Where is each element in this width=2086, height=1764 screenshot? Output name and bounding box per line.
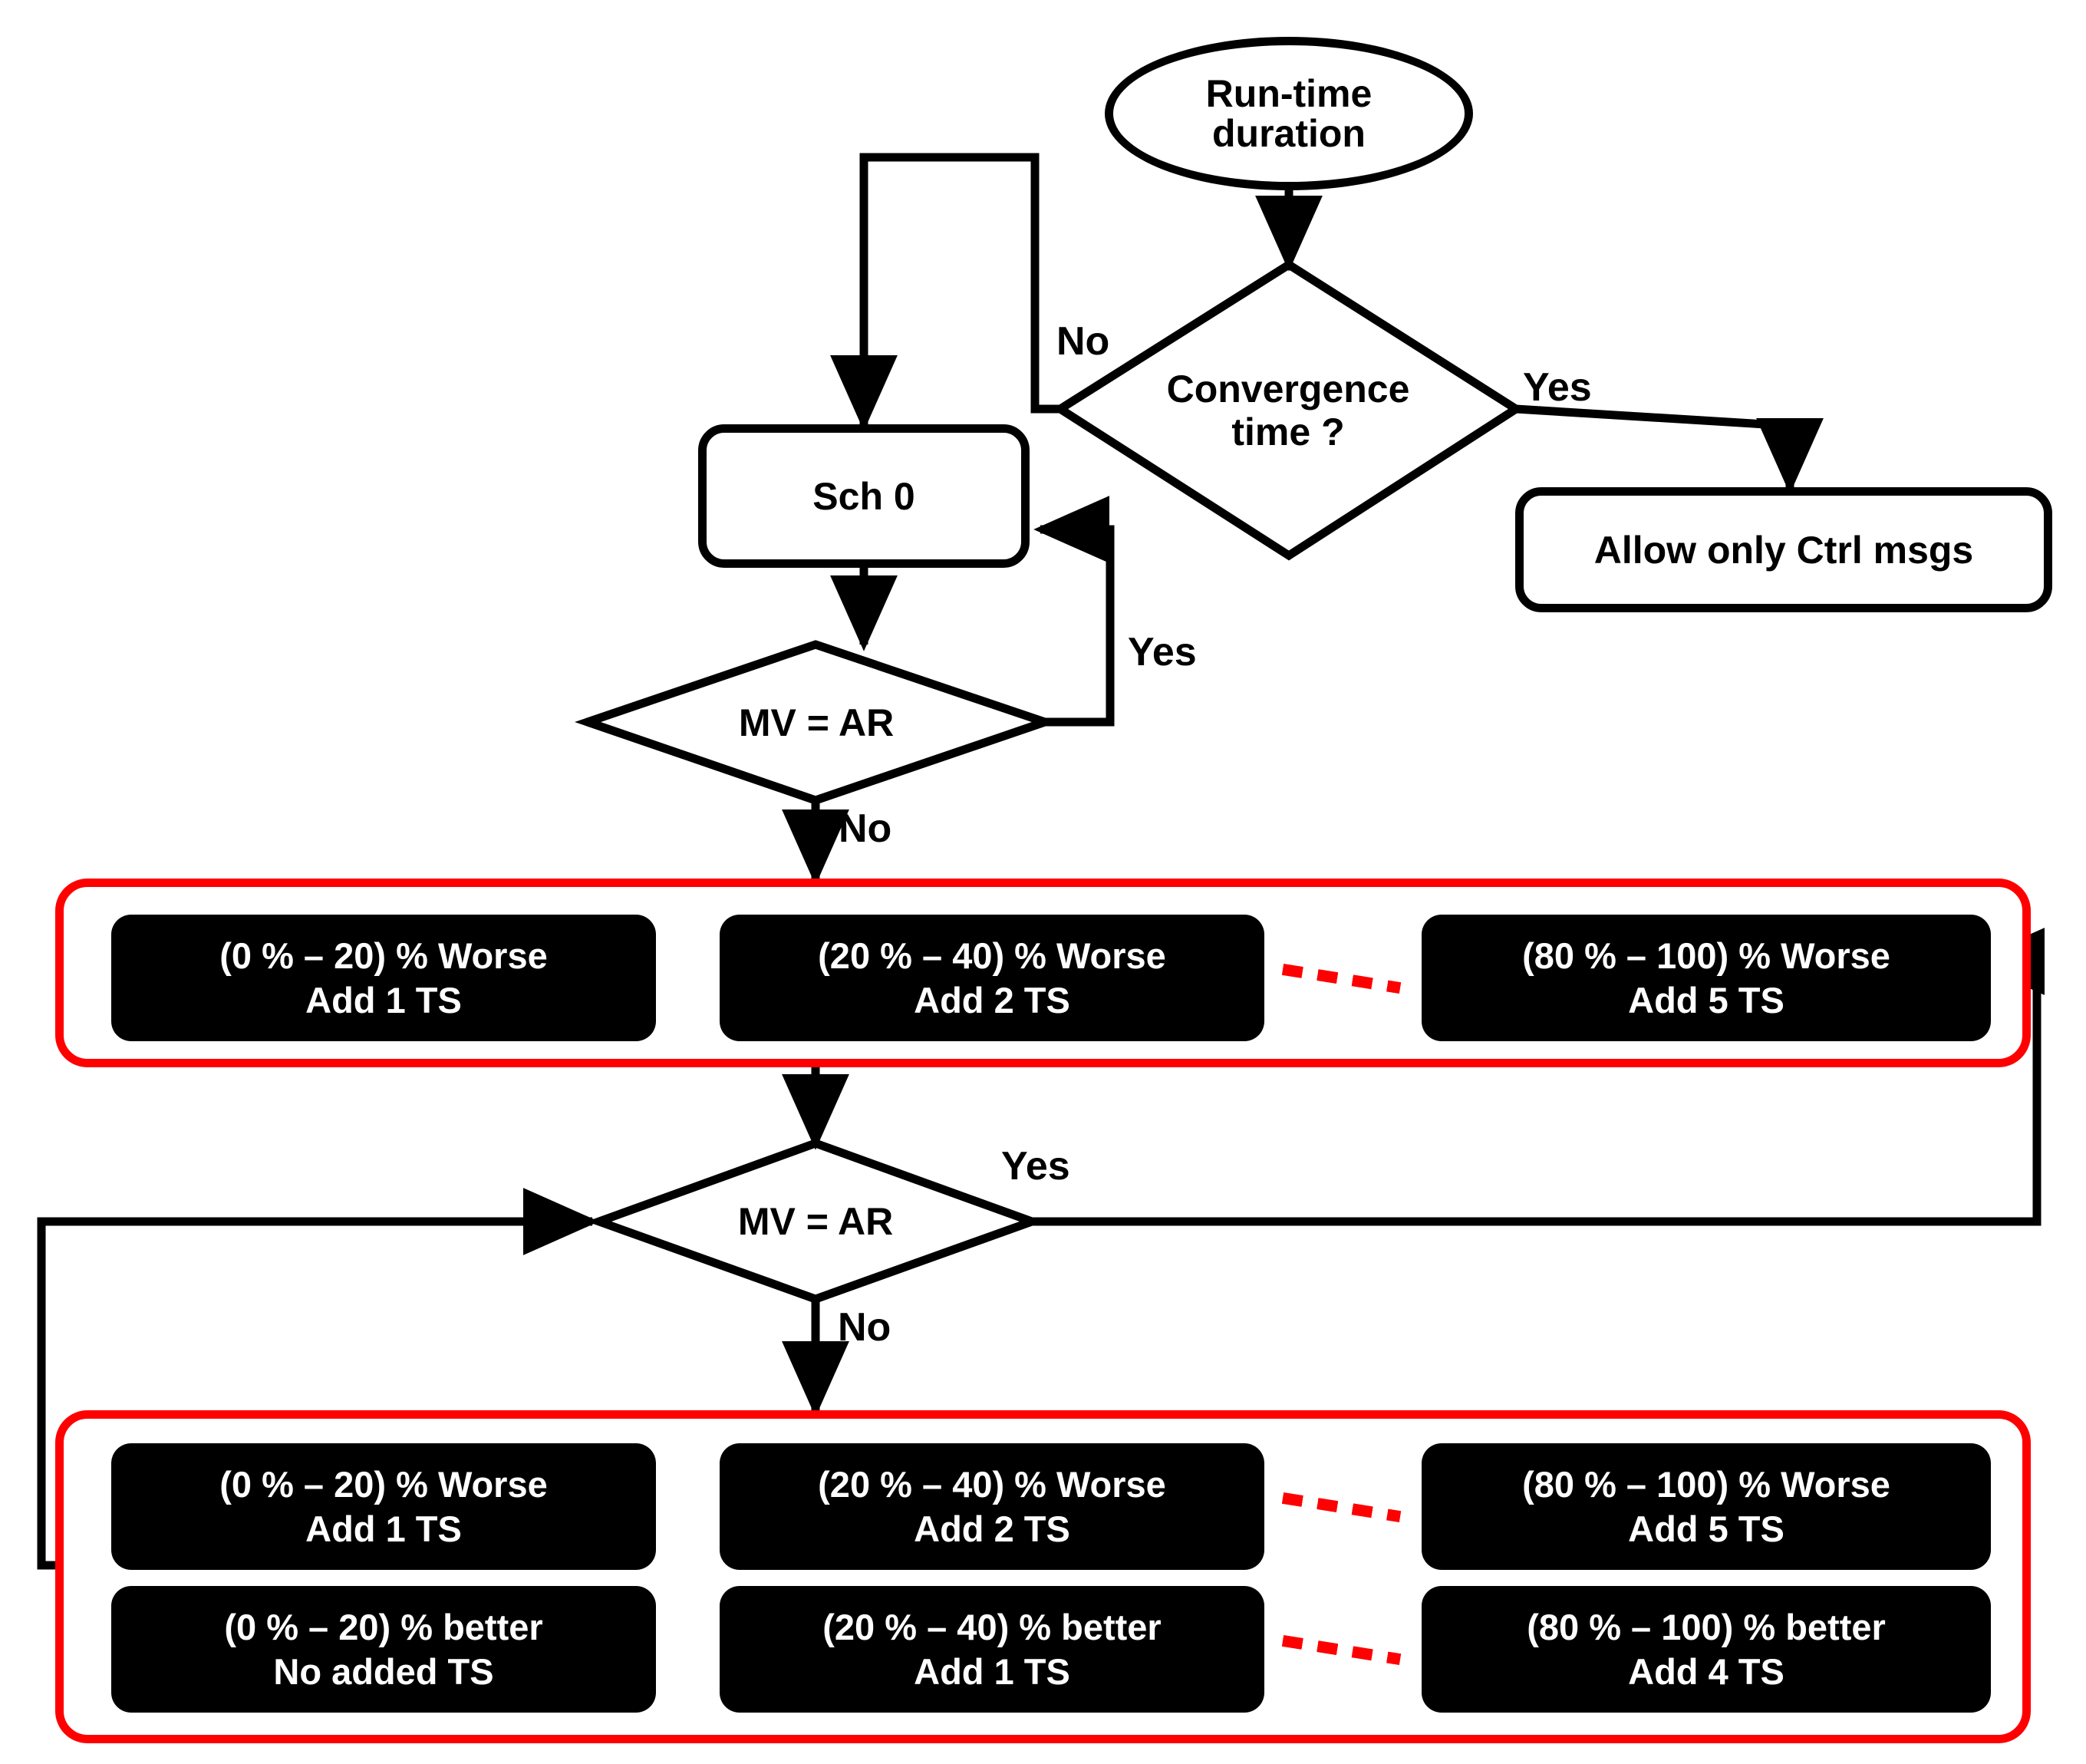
ellipsis-dashes-better <box>1281 1634 1402 1666</box>
tile-action: Add 2 TS <box>914 1508 1070 1549</box>
process-sch0: Sch 0 <box>698 424 1030 568</box>
convergence-label-line2: time ? <box>1231 410 1345 453</box>
tile-range: (0 % – 20) % better <box>224 1607 543 1648</box>
edge-label-mvar2-yes: Yes <box>1001 1144 1070 1189</box>
tile-worse-20-40-b[interactable]: (20 % – 40) % Worse Add 2 TS <box>720 1443 1264 1570</box>
tile-better-0-20[interactable]: (0 % – 20) % better No added TS <box>111 1586 656 1713</box>
tile-range: (20 % – 40) % Worse <box>818 935 1166 977</box>
sch0-label: Sch 0 <box>812 474 915 518</box>
shape-mvar2-diamond <box>586 1139 1045 1304</box>
tile-better-20-40[interactable]: (20 % – 40) % better Add 1 TS <box>720 1586 1264 1713</box>
process-allow-only-ctrl-msgs: Allow only Ctrl msgs <box>1515 487 2052 612</box>
decision-mv-ar-2: MV = AR <box>599 1143 1032 1299</box>
tile-range: (80 % – 100) % better <box>1527 1607 1886 1648</box>
tile-range: (80 % – 100) % Worse <box>1522 935 1890 977</box>
start-label-line1: Run-time <box>1205 71 1373 115</box>
tile-worse-80-100-a[interactable]: (80 % – 100) % Worse Add 5 TS <box>1422 915 1991 1041</box>
ellipsis-dashes-worse-b <box>1281 1492 1402 1523</box>
start-label-line2: duration <box>1212 112 1366 155</box>
decision-mv-ar-1: MV = AR <box>588 645 1045 800</box>
allow-ctrl-label: Allow only Ctrl msgs <box>1593 528 1974 572</box>
tile-action: Add 5 TS <box>1628 979 1784 1020</box>
edge-label-convergence-yes: Yes <box>1523 365 1592 410</box>
tile-action: Add 5 TS <box>1628 1508 1784 1549</box>
tile-range: (20 % – 40) % better <box>822 1607 1162 1648</box>
tile-action: Add 1 TS <box>305 979 462 1020</box>
edge-label-mvar1-no: No <box>839 806 892 851</box>
terminator-run-time-duration: Run-time duration <box>1105 37 1473 190</box>
ellipsis-dashes-worse-a <box>1281 963 1402 994</box>
tile-worse-80-100-b[interactable]: (80 % – 100) % Worse Add 5 TS <box>1422 1443 1991 1570</box>
tile-range: (0 % – 20) % Worse <box>219 935 548 977</box>
edge-label-mvar2-no: No <box>838 1305 891 1350</box>
edge-label-convergence-no: No <box>1056 319 1110 364</box>
mvar2-label: MV = AR <box>737 1199 894 1243</box>
tile-action: Add 1 TS <box>914 1650 1070 1692</box>
tile-better-80-100[interactable]: (80 % – 100) % better Add 4 TS <box>1422 1586 1991 1713</box>
edge-convergence-no-to-sch0 <box>830 153 1060 431</box>
tile-worse-20-40-a[interactable]: (20 % – 40) % Worse Add 2 TS <box>720 915 1264 1041</box>
convergence-label-line1: Convergence <box>1166 367 1410 411</box>
tile-range: (20 % – 40) % Worse <box>818 1464 1166 1505</box>
group-worse-only: (0 % – 20) % Worse Add 1 TS (20 % – 40) … <box>55 879 2031 1067</box>
tile-worse-0-20-b[interactable]: (0 % – 20) % Worse Add 1 TS <box>111 1443 656 1570</box>
tile-action: Add 2 TS <box>914 979 1070 1020</box>
tile-action: Add 4 TS <box>1628 1650 1784 1692</box>
tile-worse-0-20-a[interactable]: (0 % – 20) % Worse Add 1 TS <box>111 915 656 1041</box>
edge-label-mvar1-yes: Yes <box>1128 630 1197 674</box>
shape-convergence-diamond <box>1052 259 1524 561</box>
edge-convergence-yes-to-allow <box>1515 404 1824 494</box>
tile-action: Add 1 TS <box>305 1508 462 1549</box>
decision-convergence-time: Convergence time ? <box>1060 265 1516 556</box>
mvar1-label: MV = AR <box>738 701 895 744</box>
tile-range: (80 % – 100) % Worse <box>1522 1464 1890 1505</box>
shape-mvar1-diamond <box>574 640 1059 805</box>
tile-range: (0 % – 20) % Worse <box>219 1464 548 1505</box>
edge-mvar1-yes-to-sch0 <box>1033 496 1115 727</box>
tile-action: No added TS <box>273 1650 494 1692</box>
group-worse-better: (0 % – 20) % Worse Add 1 TS (20 % – 40) … <box>55 1410 2031 1743</box>
